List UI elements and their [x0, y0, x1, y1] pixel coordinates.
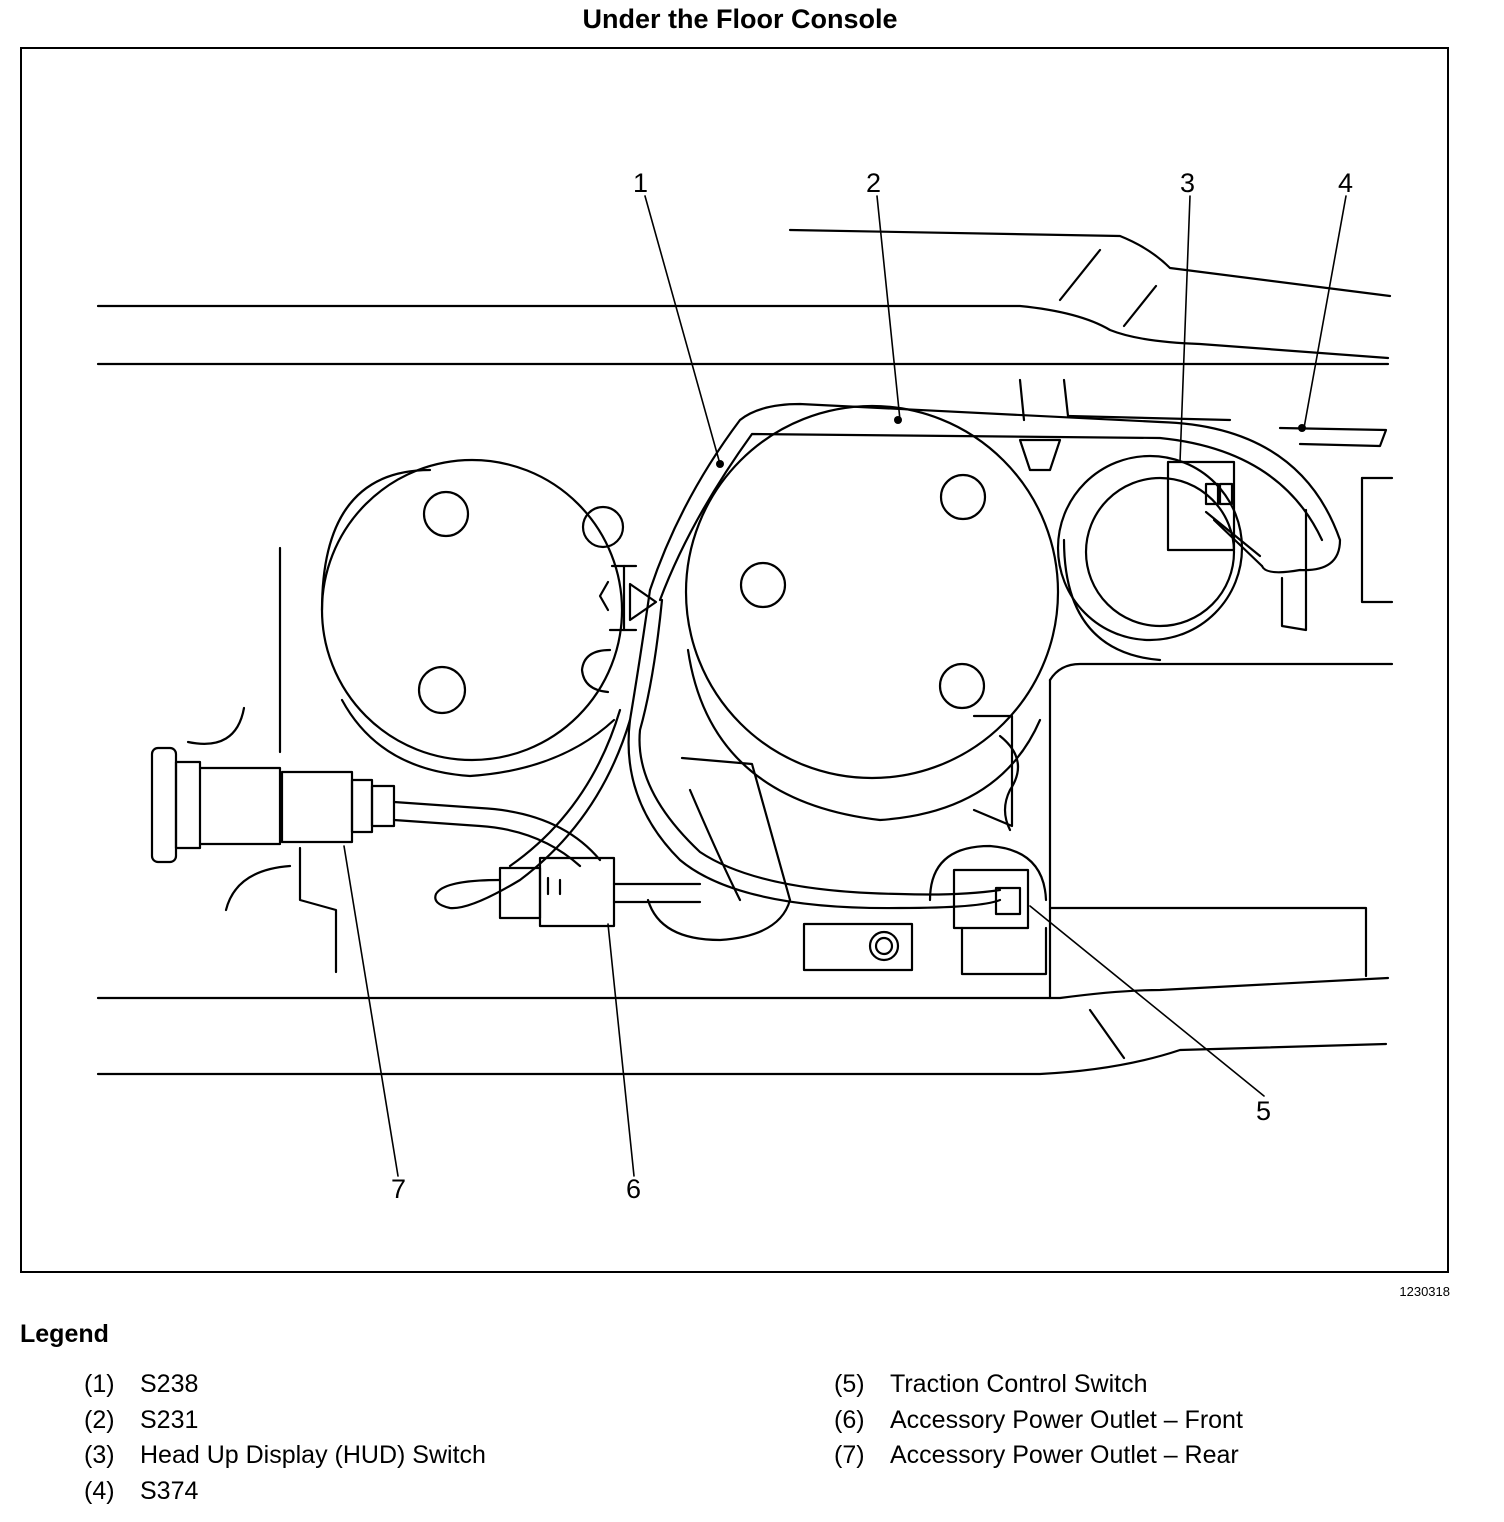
legend-label: Head Up Display (HUD) Switch	[140, 1441, 486, 1469]
legend-label: S238	[140, 1370, 199, 1398]
legend-item: (1) S238	[84, 1370, 486, 1406]
legend-item: (6) Accessory Power Outlet – Front	[834, 1406, 1243, 1442]
legend-item: (7) Accessory Power Outlet – Rear	[834, 1441, 1243, 1477]
leader-dots	[716, 416, 1306, 468]
harness-clip	[598, 564, 658, 632]
traction-control-switch	[802, 714, 1048, 976]
legend-label: S374	[140, 1476, 199, 1505]
left-mount-plate	[320, 458, 625, 778]
rear-power-outlet	[150, 546, 602, 974]
legend-number: (4)	[84, 1476, 115, 1505]
diagram-title: Under the Floor Console	[582, 4, 898, 34]
legend-column-left: (1) S238 (2) S231 (3) Head Up Display (HUD)…	[84, 1370, 486, 1512]
legend-item: (4) S374	[84, 1477, 486, 1513]
upper-console-rails	[96, 228, 1392, 422]
legend-number: (7)	[834, 1441, 865, 1469]
figure-id: 1230318	[1399, 1284, 1450, 1299]
callout-4: 4	[1338, 168, 1353, 198]
center-bracket	[646, 756, 792, 942]
callout-labels: 1 2 3 4 5 6 7	[391, 168, 1353, 1204]
legend-item: (5) Traction Control Switch	[834, 1370, 1243, 1406]
diagram-frame	[20, 47, 1449, 1273]
legend-label: S231	[140, 1405, 199, 1434]
console-wiring-illustration: 1 2 3 4 5 6 7	[96, 168, 1394, 1204]
legend-label: Traction Control Switch	[890, 1370, 1148, 1398]
callout-2: 2	[866, 168, 881, 198]
center-mount-plate	[684, 404, 1060, 822]
legend-number: (2)	[84, 1405, 115, 1434]
legend-number: (3)	[84, 1441, 115, 1469]
right-brackets	[1018, 438, 1394, 910]
legend-number: (6)	[834, 1405, 865, 1434]
legend-label: Accessory Power Outlet – Rear	[890, 1441, 1239, 1469]
callout-3: 3	[1180, 168, 1195, 198]
callout-7: 7	[391, 1174, 406, 1204]
legend-label: Accessory Power Outlet – Front	[890, 1405, 1243, 1434]
legend-item: (3) Head Up Display (HUD) Switch	[84, 1441, 486, 1477]
legend-number: (1)	[84, 1370, 115, 1398]
front-power-outlet-connector	[498, 856, 702, 928]
callout-6: 6	[626, 1174, 641, 1204]
hud-switch-socket	[1056, 454, 1264, 662]
legend-column-right: (5) Traction Control Switch (6) Accessory …	[834, 1370, 1243, 1477]
legend-number: (5)	[834, 1370, 865, 1398]
wiring-harness	[434, 402, 1388, 910]
callout-5: 5	[1256, 1096, 1271, 1126]
callout-1: 1	[633, 168, 648, 198]
leader-lines	[343, 195, 1347, 1177]
legend-item: (2) S231	[84, 1406, 486, 1442]
lower-console-rails	[96, 906, 1390, 1076]
legend-heading: Legend	[20, 1320, 109, 1348]
